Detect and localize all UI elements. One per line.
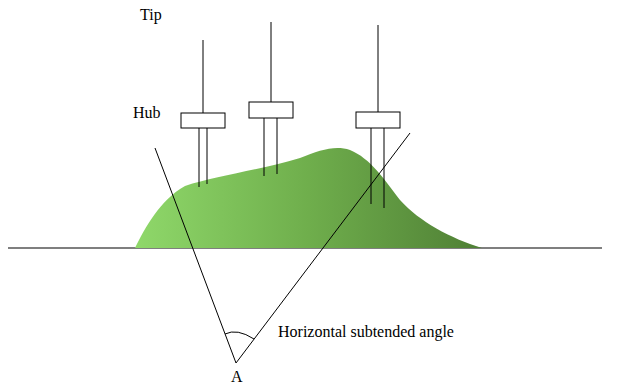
- angle-arc: [225, 332, 254, 339]
- wind-turbine: [249, 22, 293, 176]
- hub-label: Hub: [133, 104, 161, 122]
- wind-turbine: [356, 25, 400, 208]
- wind-turbine: [181, 40, 225, 187]
- angle-label: Horizontal subtended angle: [278, 323, 454, 341]
- point-label: A: [231, 368, 243, 386]
- sight-line: [155, 148, 236, 363]
- tip-label: Tip: [140, 6, 162, 24]
